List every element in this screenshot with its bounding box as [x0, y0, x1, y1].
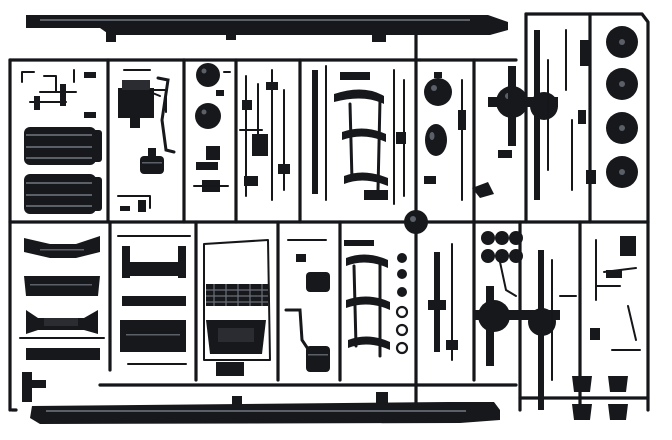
wheel-disc-2: [606, 68, 638, 100]
battery-box: [118, 69, 167, 128]
crossmember-5: [122, 246, 186, 278]
brake-parts-right: [565, 29, 596, 191]
chassis-rail-top: [26, 15, 508, 42]
headlight-upper: [196, 63, 220, 87]
fuel-tank-lower: [24, 174, 102, 214]
radiator-grille: [206, 284, 268, 306]
crossmember-3: [26, 310, 98, 334]
small-brackets-upper-left: [21, 69, 96, 118]
small-bits-left: [117, 195, 151, 212]
linkage-rods: [239, 69, 290, 201]
center-hub: [404, 210, 428, 234]
lamp-parts: [193, 71, 231, 192]
long-rods-column: [312, 65, 406, 205]
leaf-spring-top: [334, 72, 388, 200]
air-tank-round: [424, 72, 452, 106]
wheel-disc-3: [606, 112, 638, 144]
small-parts-lower-right: [559, 236, 641, 351]
headlight-lower: [195, 103, 221, 129]
small-box-lower: [216, 362, 244, 376]
fuel-tank-upper: [24, 127, 102, 165]
muffler: [140, 148, 164, 174]
front-axle-lower: [474, 250, 560, 410]
wheel-disc-1: [606, 26, 638, 58]
mudflaps: [572, 376, 628, 420]
crossmember-4: [19, 337, 105, 360]
crossmember-1: [24, 236, 100, 258]
small-bracket-bottom-left: [22, 372, 46, 402]
crossmember-6: [122, 296, 186, 306]
washer-column: [395, 253, 409, 355]
leaf-spring-lower: [344, 240, 390, 358]
small-rods-col2: [117, 235, 191, 365]
small-column-parts: [424, 79, 494, 201]
air-tank-oval: [425, 124, 447, 156]
chassis-rail-bottom: [30, 392, 500, 424]
cab-frame-outline: [203, 239, 271, 361]
exhaust-pipe: [149, 76, 176, 154]
rods-lower-mid: [428, 243, 458, 361]
radiator-lower: [206, 320, 266, 354]
crossmember-7: [120, 320, 186, 352]
exhaust-stack-lower: [284, 239, 330, 372]
crossmember-2: [24, 276, 100, 296]
spindles-lower: [481, 231, 523, 297]
wheel-disc-4: [606, 156, 638, 188]
rear-axle-upper: [488, 30, 558, 200]
